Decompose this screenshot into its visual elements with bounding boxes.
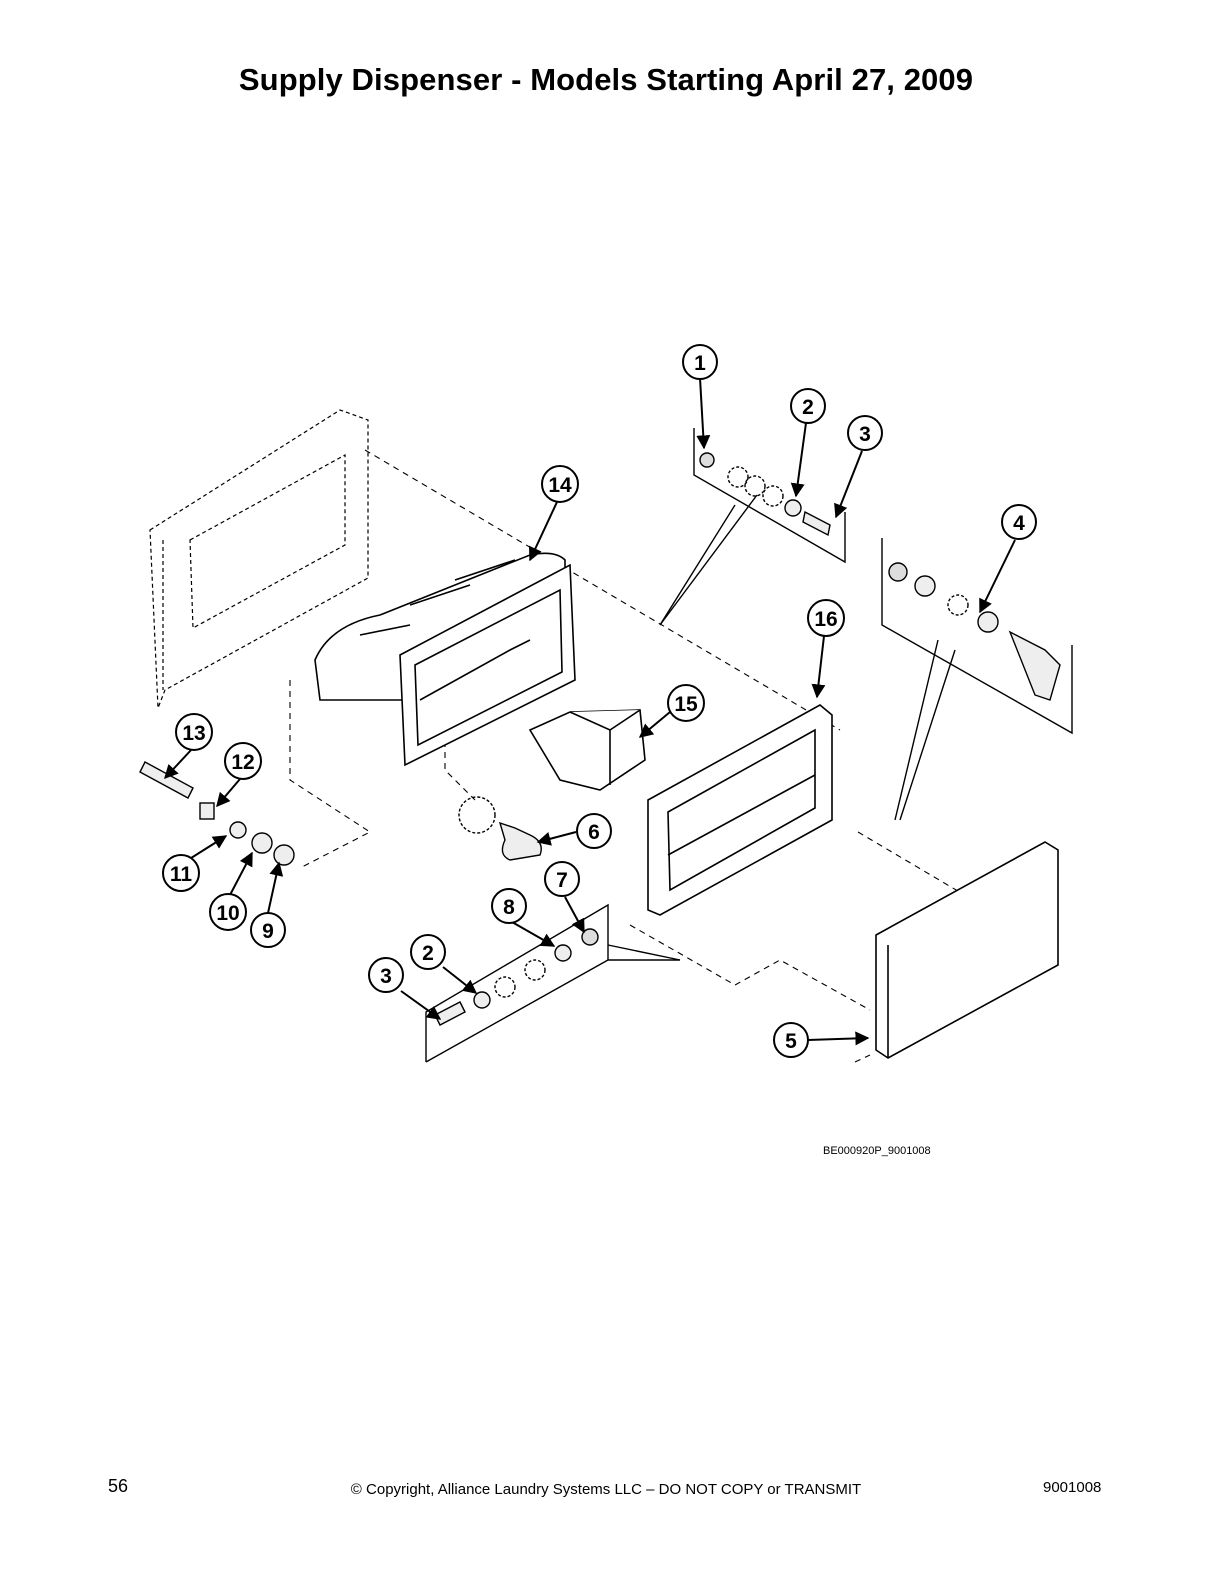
back-panel xyxy=(149,409,369,709)
knob-assembly xyxy=(458,796,542,861)
callout-1: 1 xyxy=(682,344,718,380)
callout-label: 11 xyxy=(170,863,193,886)
callout-8: 8 xyxy=(491,888,527,924)
callout-15: 15 xyxy=(667,684,705,722)
callout-label: 1 xyxy=(694,352,706,375)
callout-7: 7 xyxy=(544,861,580,897)
callout-9: 9 xyxy=(250,912,286,948)
callout-10: 10 xyxy=(209,893,247,931)
callout-label: 5 xyxy=(785,1030,797,1053)
callout-4: 4 xyxy=(1001,504,1037,540)
callout-label: 13 xyxy=(182,722,205,745)
callout-label: 15 xyxy=(674,693,698,716)
hardware-inset-right xyxy=(881,538,1073,821)
dispenser-housing xyxy=(314,552,576,767)
supply-cup xyxy=(528,709,646,791)
callout-label: 14 xyxy=(548,474,572,497)
callout-label: 8 xyxy=(503,896,515,919)
callout-14: 14 xyxy=(541,465,579,503)
callout-12: 12 xyxy=(224,742,262,780)
copyright-notice: © Copyright, Alliance Laundry Systems LL… xyxy=(350,1481,862,1498)
callout-label: 3 xyxy=(859,423,871,446)
callout-6: 6 xyxy=(576,813,612,849)
callout-16: 16 xyxy=(807,599,845,637)
page-title: Supply Dispenser - Models Starting April… xyxy=(238,62,974,97)
callout-2: 2 xyxy=(790,388,826,424)
hardware-inset-top xyxy=(659,428,846,626)
callout-11: 11 xyxy=(162,854,200,892)
callout-label: 2 xyxy=(422,942,434,965)
page-number: 56 xyxy=(108,1476,129,1496)
callouts: 1 2 3 14 4 16 15 13 12 11 10 9 6 7 8 2 3… xyxy=(162,344,1037,1058)
mounting-frame xyxy=(647,704,833,916)
callout-label: 7 xyxy=(556,869,568,892)
drawing-id: BE000920P_9001008 xyxy=(823,1145,931,1157)
hardware-inset-bottom xyxy=(425,903,681,1063)
callout-label: 3 xyxy=(380,965,392,988)
callout-label: 4 xyxy=(1013,512,1025,535)
left-hardware xyxy=(139,761,295,866)
callout-label: 10 xyxy=(216,902,239,925)
callout-label: 16 xyxy=(814,608,837,631)
callout-label: 2 xyxy=(802,396,814,419)
callout-5: 5 xyxy=(773,1022,809,1058)
callout-3-lower: 3 xyxy=(368,957,404,993)
callout-3: 3 xyxy=(847,415,883,451)
callout-label: 6 xyxy=(588,821,600,844)
document-number: 9001008 xyxy=(1043,1479,1102,1496)
callout-2-lower: 2 xyxy=(410,934,446,970)
callout-13: 13 xyxy=(175,713,213,751)
callout-label: 9 xyxy=(262,920,274,943)
callout-label: 12 xyxy=(231,751,254,774)
leader-arrows xyxy=(164,377,1016,1046)
cover-panel xyxy=(875,841,1059,1059)
